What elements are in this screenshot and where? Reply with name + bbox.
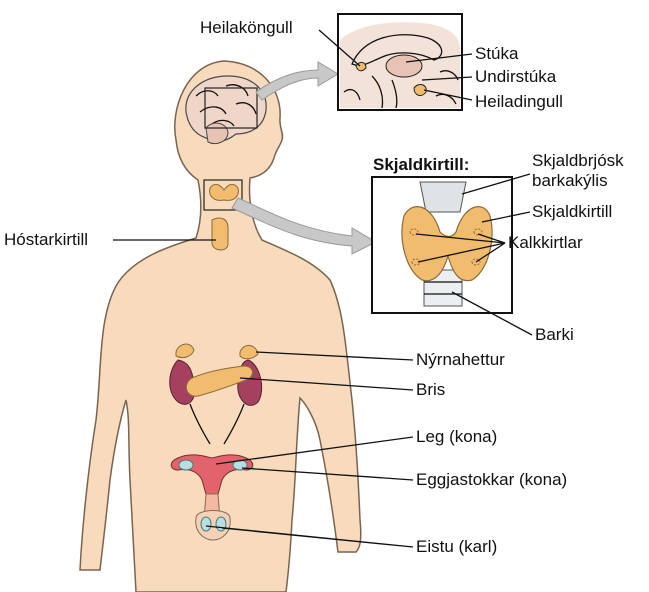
leader-uterus (215, 436, 414, 465)
brain-folds (195, 84, 257, 127)
thyroid-zoom-arrow (231, 197, 378, 255)
brain-zoom-box (204, 87, 258, 129)
label-ovaries: Eggjastokkar (kona) (416, 470, 568, 489)
leader-trachea (451, 291, 533, 336)
label-thyroid-heading: Skjaldkirtill: (373, 155, 470, 174)
ovary-left (178, 459, 194, 471)
thyroid-small (203, 179, 243, 211)
thyroid-small-shape (209, 183, 239, 201)
label-hypothalamus: Undirstúka (475, 67, 557, 86)
label-thyroid-cartilage-line2: barkakýlis (532, 171, 608, 190)
label-pineal: Heilaköngull (200, 18, 293, 37)
leader-pancreas (239, 377, 414, 391)
ureters (189, 403, 245, 445)
thyroid-zoom-box (203, 179, 243, 211)
label-parathyroids: Kalkkirtlar (508, 233, 583, 252)
leader-testes (205, 525, 414, 548)
leader-pineal (318, 29, 361, 67)
label-uterus: Leg (kona) (416, 427, 498, 446)
leader-lines (113, 29, 533, 548)
leader-cartilage (461, 173, 531, 195)
label-adrenal: Nýrnahettur (416, 350, 505, 369)
inset-thyroid (401, 206, 493, 282)
inset-thalamus (385, 54, 423, 78)
leader-thalamus (405, 53, 473, 63)
label-thymus: Hóstarkirtill (4, 230, 89, 249)
adrenal-right (239, 345, 259, 360)
uterus-group (170, 454, 254, 495)
body-outline (79, 60, 362, 592)
leader-hypothalamus (421, 76, 473, 81)
leader-pituitary (423, 89, 473, 101)
label-thalamus: Stúka (475, 44, 519, 63)
cerebellum (205, 122, 229, 145)
pancreas (185, 365, 253, 397)
inset-corpus-callosum (351, 34, 443, 66)
leader-adrenal (255, 351, 414, 361)
parathyroid-dots (409, 228, 483, 266)
leader-ovaries (241, 467, 414, 481)
leader-parathyroid (415, 233, 506, 263)
inset-pituitary (413, 84, 427, 96)
adrenal-left (175, 343, 195, 359)
inset-larynx (419, 181, 467, 213)
brain (185, 75, 267, 145)
label-testes: Eistu (karl) (416, 537, 498, 556)
leader-thyroid (481, 211, 531, 223)
label-pituitary: Heiladingull (475, 92, 563, 111)
thymus (211, 217, 229, 251)
brain-inset (337, 13, 463, 111)
inset-brainstem (371, 75, 398, 109)
label-pancreas: Bris (416, 380, 446, 399)
label-trachea: Barki (535, 325, 574, 344)
thyroid-inset (371, 176, 513, 314)
label-thyroid: Skjaldkirtill (532, 202, 613, 221)
label-thyroid-cartilage-line1: Skjaldbrjósk (532, 151, 624, 170)
testis-left (200, 516, 212, 532)
body-silhouette (79, 60, 362, 592)
